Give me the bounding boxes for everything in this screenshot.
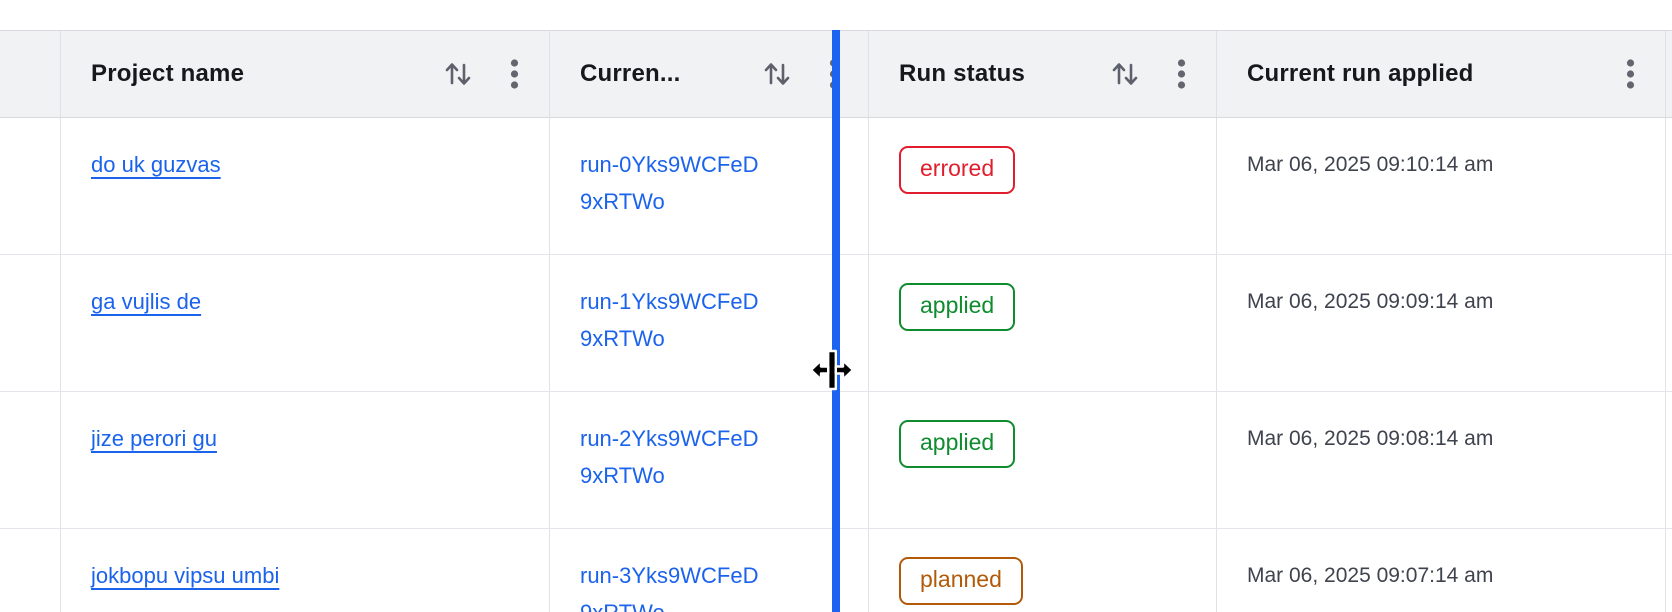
project-cell: jokbopu vipsu umbi xyxy=(61,529,550,612)
column-title: Current run applied xyxy=(1247,60,1474,87)
sort-icon xyxy=(1112,63,1138,85)
run-status-cell: applied xyxy=(869,392,1217,528)
project-cell: do uk guzvas xyxy=(61,118,550,254)
select-cell xyxy=(0,529,61,612)
run-link[interactable]: run-2Yks9WCFeD9xRTWo xyxy=(580,426,759,488)
sort-button[interactable] xyxy=(1109,56,1141,92)
column-header-current-run-applied: Current run applied xyxy=(1217,31,1666,117)
current-run-cell: run-1Yks9WCFeD9xRTWo xyxy=(550,255,869,391)
status-badge: applied xyxy=(899,283,1016,331)
column-resize-indicator[interactable] xyxy=(832,30,840,612)
select-cell xyxy=(0,392,61,528)
sort-button[interactable] xyxy=(761,56,793,92)
applied-timestamp: Mar 06, 2025 09:09:14 am xyxy=(1247,290,1494,313)
column-header-select xyxy=(0,31,61,117)
truncated-cell: e xyxy=(1666,255,1672,391)
status-badge: errored xyxy=(899,146,1016,194)
project-cell: ga vujlis de xyxy=(61,255,550,391)
current-run-cell: run-0Yks9WCFeD9xRTWo xyxy=(550,118,869,254)
project-link[interactable]: jokbopu vipsu umbi xyxy=(91,563,280,588)
applied-at-cell: Mar 06, 2025 09:09:14 am xyxy=(1217,255,1666,391)
column-title: Run status xyxy=(899,60,1026,87)
run-link[interactable]: run-3Yks9WCFeD9xRTWo xyxy=(580,563,759,612)
column-header-project-name: Project name xyxy=(61,31,550,117)
status-badge: applied xyxy=(899,420,1016,468)
column-menu-button[interactable] xyxy=(1177,56,1186,92)
applied-at-cell: Mar 06, 2025 09:10:14 am xyxy=(1217,118,1666,254)
project-link[interactable]: do uk guzvas xyxy=(91,152,221,177)
project-cell: jize perori gu xyxy=(61,392,550,528)
column-header-current-run: Curren... xyxy=(550,31,869,117)
project-link[interactable]: jize perori gu xyxy=(91,426,217,451)
kebab-menu-icon xyxy=(1177,59,1186,89)
applied-timestamp: Mar 06, 2025 09:10:14 am xyxy=(1247,153,1494,176)
current-run-cell: run-3Yks9WCFeD9xRTWo xyxy=(550,529,869,612)
status-badge: planned xyxy=(899,557,1023,605)
select-cell xyxy=(0,118,61,254)
kebab-menu-icon xyxy=(510,59,519,89)
column-menu-button[interactable] xyxy=(1626,56,1635,92)
run-status-cell: planned xyxy=(869,529,1217,612)
sort-icon xyxy=(445,63,471,85)
sort-icon xyxy=(764,63,790,85)
run-status-cell: applied xyxy=(869,255,1217,391)
truncated-cell: e xyxy=(1666,118,1672,254)
run-link[interactable]: run-1Yks9WCFeD9xRTWo xyxy=(580,289,759,351)
current-run-cell: run-2Yks9WCFeD9xRTWo xyxy=(550,392,869,528)
sort-button[interactable] xyxy=(442,56,474,92)
applied-timestamp: Mar 06, 2025 09:07:14 am xyxy=(1247,564,1494,587)
select-cell xyxy=(0,255,61,391)
run-link[interactable]: run-0Yks9WCFeD9xRTWo xyxy=(580,152,759,214)
applied-at-cell: Mar 06, 2025 09:08:14 am xyxy=(1217,392,1666,528)
project-link[interactable]: ga vujlis de xyxy=(91,289,202,314)
column-title: Curren... xyxy=(580,60,681,87)
truncated-cell: e xyxy=(1666,392,1672,528)
column-header-truncated: V xyxy=(1666,31,1672,117)
column-menu-button[interactable] xyxy=(510,56,519,92)
truncated-cell: e xyxy=(1666,529,1672,612)
column-title: Project name xyxy=(91,60,245,87)
run-status-cell: errored xyxy=(869,118,1217,254)
column-header-run-status: Run status xyxy=(869,31,1217,117)
applied-timestamp: Mar 06, 2025 09:08:14 am xyxy=(1247,427,1494,450)
kebab-menu-icon xyxy=(1626,59,1635,89)
applied-at-cell: Mar 06, 2025 09:07:14 am xyxy=(1217,529,1666,612)
